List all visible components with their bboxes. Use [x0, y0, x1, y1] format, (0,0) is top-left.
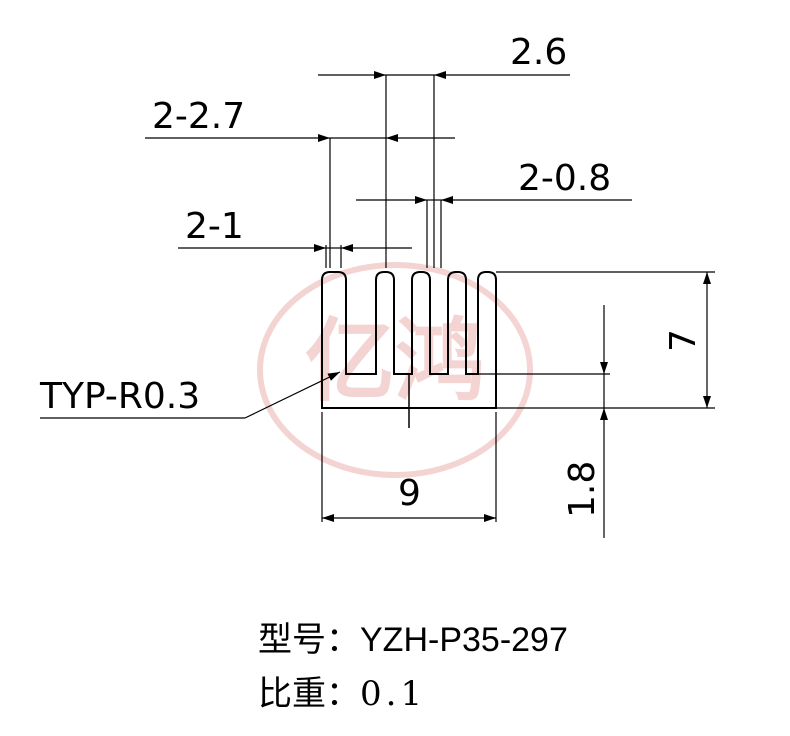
model-caption: 型号：YZH-P35-297 [258, 612, 568, 661]
dim-fin-tip-width-label: 2-0.8 [518, 158, 611, 199]
model-label: 型号： [258, 620, 360, 660]
weight-label: 比重： [258, 674, 360, 714]
dim-base-thickness-label: 1.8 [562, 461, 603, 518]
dim-fin-spacing-label: 2-2.7 [152, 96, 245, 137]
extension-lines [321, 75, 715, 522]
dim-fin-thickness-label: 2-1 [185, 206, 244, 247]
dim-fin-pitch-label: 2.6 [510, 32, 567, 73]
dim-corner-radius-label: TYP-R0.3 [39, 376, 200, 417]
dim-width-label: 9 [398, 473, 421, 514]
heatsink-profile-outline [321, 271, 497, 409]
weight-caption: 比重：0.1 [258, 666, 426, 715]
dim-corner-radius [40, 371, 341, 419]
model-value: YZH-P35-297 [360, 621, 568, 659]
weight-value: 0.1 [360, 674, 427, 714]
dim-total-height-label: 7 [663, 329, 704, 352]
